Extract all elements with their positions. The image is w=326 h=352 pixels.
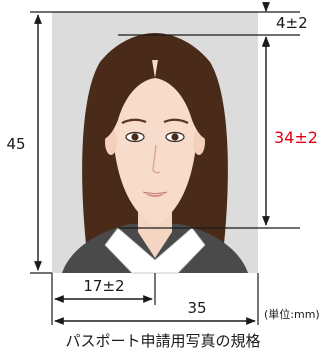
height-label: 45 xyxy=(6,135,25,153)
left-iris xyxy=(131,133,139,141)
right-eyebrow xyxy=(163,118,189,124)
unit-note: (単位:mm) xyxy=(264,307,320,321)
right-iris xyxy=(171,133,179,141)
mouth-line xyxy=(142,191,168,194)
diagram-caption: パスポート申請用写真の規格 xyxy=(65,332,261,350)
face-length-label: 34±2 xyxy=(274,128,318,147)
portrait-illustration xyxy=(62,33,248,274)
hair-front xyxy=(99,48,155,140)
width-label: 35 xyxy=(187,299,206,317)
top-margin-label: 4±2 xyxy=(276,14,308,32)
mouth xyxy=(143,192,167,197)
face xyxy=(112,60,198,226)
hair-front-right xyxy=(155,48,211,140)
left-eyebrow xyxy=(121,118,147,124)
shirt-collar xyxy=(104,227,206,274)
half-width-label: 17±2 xyxy=(83,277,124,295)
nose xyxy=(152,144,161,174)
